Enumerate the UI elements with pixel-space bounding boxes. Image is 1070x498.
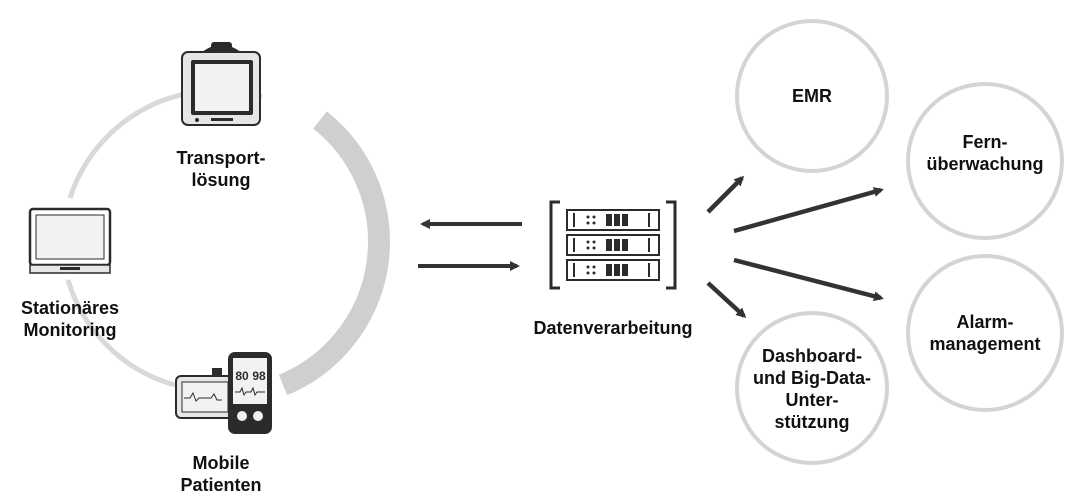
server-unit	[566, 234, 660, 256]
emr-label: EMR	[752, 85, 872, 107]
dashboard-label-line-3: Unter-	[785, 390, 839, 410]
target-circles	[735, 19, 1064, 465]
emr-label-line-1: EMR	[792, 86, 832, 106]
output-arrows	[706, 175, 884, 319]
mobile-label-line-2: Patienten	[180, 475, 262, 495]
server-unit	[566, 209, 660, 231]
transport-label: Transport- lösung	[156, 147, 286, 191]
fernueberwachung-label-line-2: überwachung	[926, 154, 1044, 174]
arrow-to-alarm	[733, 257, 884, 302]
dashboard-label-line-1: Dashboard-	[761, 346, 862, 366]
mobile-patient-monitor-icon: 80 98	[175, 352, 272, 434]
server-label-text: Datenverarbeitung	[533, 318, 693, 338]
mobile-label: Mobile Patienten	[156, 452, 286, 496]
dashboard-label-line-4: stützung	[774, 412, 850, 432]
bedside-monitor-icon	[28, 207, 112, 274]
dashboard-label: Dashboard- und Big-Data- Unter- stützung	[742, 345, 882, 433]
ring-arc-left-lower	[65, 279, 176, 388]
emr-circle	[735, 19, 889, 173]
arrow-to-dashboard	[706, 281, 747, 319]
stationary-label-line-1: Stationäres	[20, 298, 120, 318]
alarm-label-line-1: Alarm-	[956, 312, 1014, 332]
transport-label-line-1: Transport-	[176, 148, 266, 168]
stationary-label-line-2: Monitoring	[23, 320, 117, 340]
dashboard-circle	[735, 311, 889, 465]
stationary-label: Stationäres Monitoring	[0, 297, 140, 341]
mobile-screen-value-spo2: 98	[252, 369, 266, 383]
server-label: Datenverarbeitung	[506, 317, 720, 339]
server-unit	[566, 259, 660, 281]
alarm-circle	[906, 254, 1064, 412]
fernueberwachung-circle	[906, 82, 1064, 240]
ring-arc-right-band	[278, 111, 390, 396]
transport-monitor-icon	[181, 42, 261, 126]
server-rack-icon	[549, 200, 677, 290]
arrow-to-emr	[706, 175, 745, 214]
alarm-label: Alarm- management	[910, 311, 1060, 355]
alarm-label-line-2: management	[929, 334, 1041, 354]
mobile-screen-value-hr: 80	[235, 369, 249, 383]
arrow-to-fernueberwachung	[733, 187, 884, 234]
dashboard-label-line-2: und Big-Data-	[753, 368, 871, 388]
transport-label-line-2: lösung	[191, 170, 251, 190]
data-exchange-arrows	[418, 219, 522, 271]
fernueberwachung-label: Fern- überwachung	[910, 131, 1060, 175]
fernueberwachung-label-line-1: Fern-	[962, 132, 1008, 152]
mobile-label-line-1: Mobile	[192, 453, 250, 473]
